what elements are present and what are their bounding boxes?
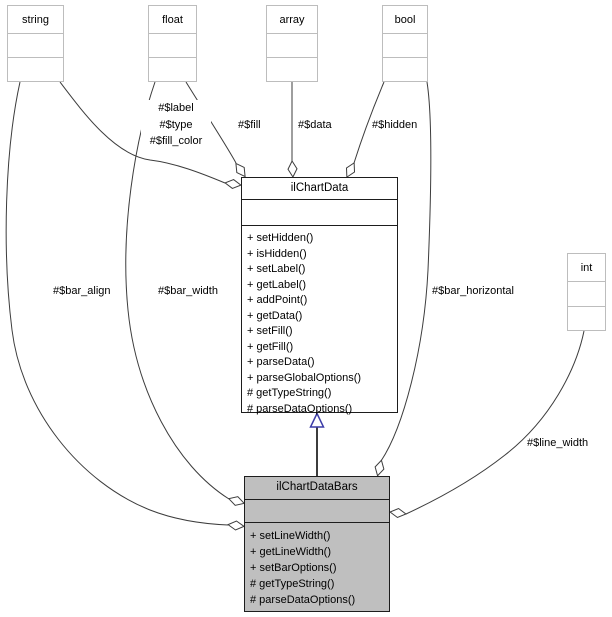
edge-label-line: #$fill_color xyxy=(149,135,203,147)
method-row: + setLabel() xyxy=(247,263,306,275)
aggregation-diamond xyxy=(389,507,407,519)
method-row: + setFill() xyxy=(247,325,293,337)
edge-label-label-type-fill-color: #$label #$type #$fill_color xyxy=(141,100,211,150)
method-row: # getTypeString() xyxy=(247,387,332,399)
type-node-label: string xyxy=(8,6,63,34)
class-attrs-compartment xyxy=(242,200,397,226)
edge-label-line-width: #$line_width xyxy=(526,437,590,449)
type-node-attrs-compartment xyxy=(8,34,63,58)
class-node-ilchartdata[interactable]: ilChartData + setHidden()+ isHidden()+ s… xyxy=(241,177,398,415)
method-row: + parseGlobalOptions() xyxy=(247,371,362,384)
type-node-float: float xyxy=(148,5,197,82)
type-node-methods-compartment xyxy=(383,58,427,81)
edge-float-to-ilchartdata xyxy=(185,81,237,164)
method-row: + addPoint() xyxy=(247,294,308,306)
edge-string-to-ilchartdatabars xyxy=(5,81,229,526)
type-node-methods-compartment xyxy=(8,58,63,81)
method-row: # getTypeString() xyxy=(250,578,335,590)
type-node-attrs-compartment xyxy=(149,34,196,58)
method-row: + parseData() xyxy=(247,356,315,368)
type-node-label: float xyxy=(149,6,196,34)
edge-label-line: #$type xyxy=(159,118,193,131)
type-node-bool: bool xyxy=(382,5,428,82)
aggregation-diamond xyxy=(227,496,246,506)
aggregation-diamond xyxy=(227,520,245,531)
type-node-attrs-compartment xyxy=(568,282,605,307)
class-methods-compartment: + setHidden() + isHidden() + setLabel() + g… xyxy=(242,226,397,417)
aggregation-diamond xyxy=(287,159,298,179)
aggregation-diamond xyxy=(374,459,385,477)
edge-label-bar-width: #$bar_width xyxy=(157,285,219,297)
type-node-label: bool xyxy=(383,6,427,34)
edge-bool-to-ilchartdatabars xyxy=(380,81,432,462)
type-node-label: int xyxy=(568,254,605,282)
method-row: + isHidden() xyxy=(247,247,307,260)
aggregation-diamond xyxy=(235,162,246,178)
method-row: + getData() xyxy=(247,309,303,322)
method-row: + getLineWidth() xyxy=(250,546,332,558)
edge-label-line: #$label xyxy=(158,102,194,114)
class-title: ilChartData xyxy=(242,178,397,200)
edge-label-bar-horizontal: #$bar_horizontal xyxy=(431,285,515,297)
edge-label-hidden: #$hidden xyxy=(371,119,419,131)
method-row: + setHidden() xyxy=(247,232,314,244)
class-attrs-compartment xyxy=(245,500,389,523)
class-node-ilchartdatabars: ilChartDataBars + setLineWidth() + getLin… xyxy=(244,476,390,612)
type-node-int: int xyxy=(567,253,606,331)
type-node-methods-compartment xyxy=(568,307,605,331)
edge-label-bar-align: #$bar_align xyxy=(52,285,112,297)
type-node-array: array xyxy=(266,5,318,82)
type-node-label: array xyxy=(267,6,317,34)
edge-label-data: #$data xyxy=(297,119,333,131)
class-methods-compartment: + setLineWidth() + getLineWidth() + setBar… xyxy=(245,523,389,608)
edge-label-fill: #$fill xyxy=(237,119,262,131)
inheritance-arrowhead-icon xyxy=(309,411,325,428)
method-row: + setLineWidth() xyxy=(250,530,331,542)
method-row: # parseDataOptions() xyxy=(250,594,356,606)
method-row: # parseDataOptions() xyxy=(247,402,353,415)
method-row: + getLabel() xyxy=(247,278,307,291)
edge-bool-to-ilchartdata xyxy=(353,81,385,164)
type-node-methods-compartment xyxy=(149,58,196,81)
type-node-string: string xyxy=(7,5,64,82)
type-node-attrs-compartment xyxy=(383,34,427,58)
class-title: ilChartDataBars xyxy=(245,477,389,500)
aggregation-diamond xyxy=(224,178,242,190)
method-row: + setBarOptions() xyxy=(250,562,337,574)
edge-float-to-ilchartdatabars xyxy=(125,81,230,500)
edge-int-to-ilchartdatabars xyxy=(405,330,585,515)
method-row: + getFill() xyxy=(247,340,294,353)
edge-string-to-ilchartdata xyxy=(59,81,226,184)
type-node-attrs-compartment xyxy=(267,34,317,58)
aggregation-diamond xyxy=(345,161,356,179)
type-node-methods-compartment xyxy=(267,58,317,81)
